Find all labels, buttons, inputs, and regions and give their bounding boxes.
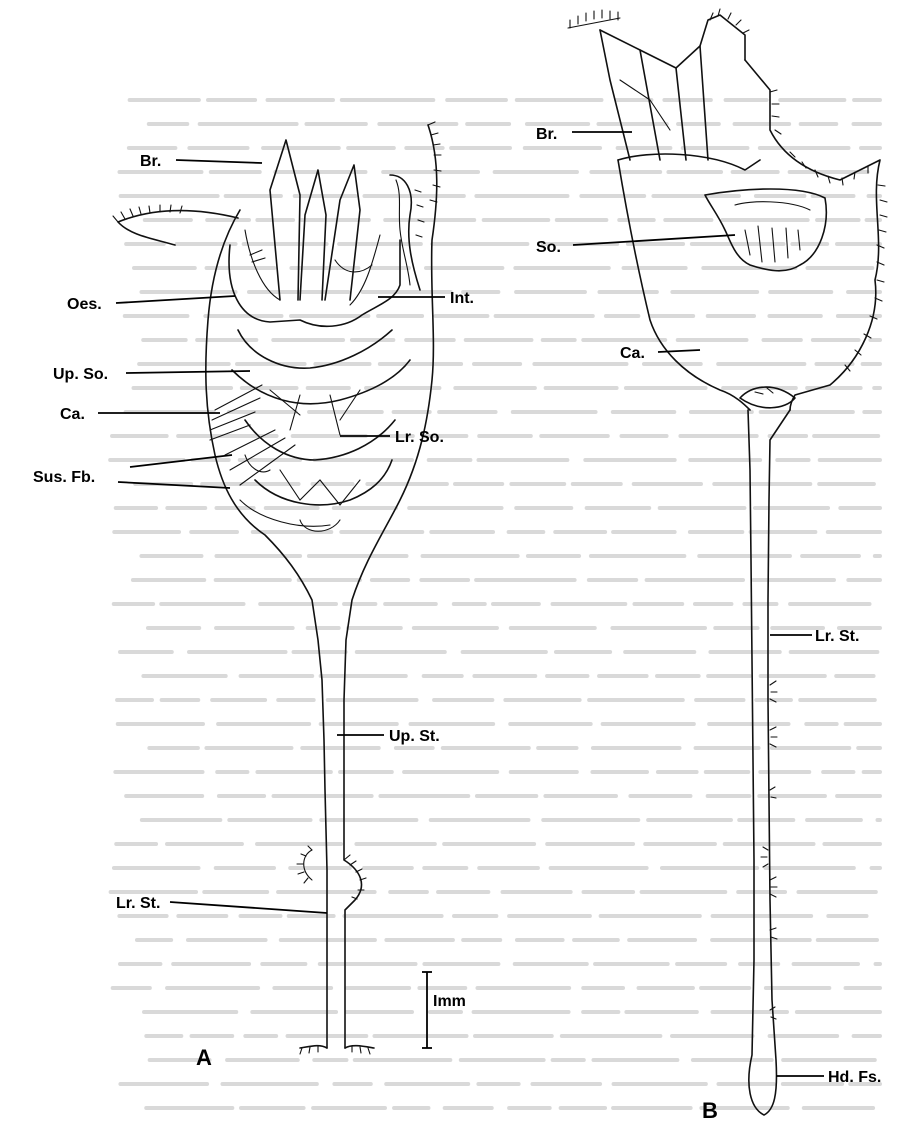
label-a-lr-st: Lr. St.	[116, 895, 160, 912]
label-b-hd-fs: Hd. Fs.	[828, 1069, 881, 1086]
label-a-ca: Ca.	[60, 406, 85, 423]
panel-a-leaders	[98, 160, 445, 913]
label-a-lr-so: Lr. So.	[395, 429, 444, 446]
label-a-br: Br.	[140, 153, 161, 170]
label-a-int: Int.	[450, 290, 474, 307]
label-a-up-st: Up. St.	[389, 728, 440, 745]
panel-a-label: A	[196, 1045, 212, 1070]
label-a-sus-fb: Sus. Fb.	[33, 469, 95, 486]
label-a-up-so: Up. So.	[53, 366, 108, 383]
label-b-ca: Ca.	[620, 345, 645, 362]
panel-b-drawing	[568, 9, 887, 1115]
label-a-oes: Oes.	[67, 296, 102, 313]
label-b-so: So.	[536, 239, 561, 256]
panel-b-label: B	[702, 1098, 718, 1123]
label-b-br: Br.	[536, 126, 557, 143]
label-b-lr-st: Lr. St.	[815, 628, 859, 645]
panel-b-labels: Br. So. Ca. Lr. St. Hd. Fs. B	[536, 126, 881, 1123]
background-text-lines	[110, 100, 880, 1108]
label-scale-bar: Imm	[433, 993, 466, 1010]
